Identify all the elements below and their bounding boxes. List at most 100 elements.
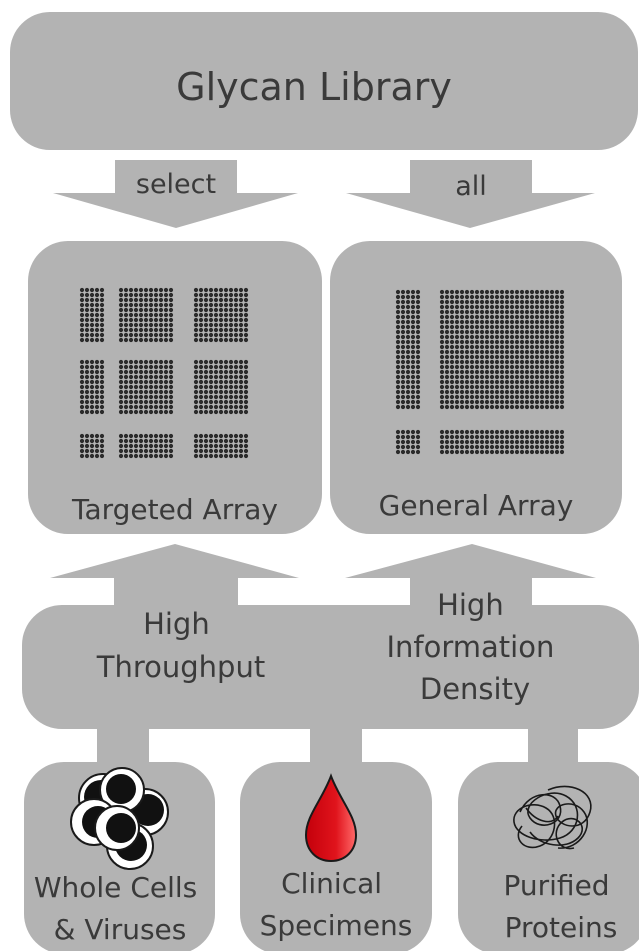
array-spot <box>444 444 450 450</box>
array-spot <box>94 433 100 439</box>
array-spot <box>489 349 495 355</box>
array-spot <box>449 354 455 360</box>
array-spot <box>459 349 465 355</box>
array-spot <box>489 394 495 400</box>
array-spot <box>479 304 485 310</box>
array-spot <box>405 304 411 310</box>
array-spot <box>519 319 525 325</box>
array-spot <box>415 324 421 330</box>
array-spot <box>519 349 525 355</box>
array-spot <box>163 302 169 308</box>
array-spot <box>459 329 465 335</box>
array-spot <box>484 434 490 440</box>
array-spot <box>198 453 204 459</box>
array-spot <box>228 409 234 415</box>
array-spot <box>118 332 124 338</box>
array-spot <box>405 369 411 375</box>
array-spot <box>509 394 515 400</box>
array-spot <box>193 322 199 328</box>
array-spot <box>133 443 139 449</box>
array-spot <box>534 294 540 300</box>
array-spot <box>193 359 199 365</box>
array-spot <box>213 409 219 415</box>
array-spot <box>94 399 100 405</box>
array-spot <box>479 359 485 365</box>
array-spot <box>84 448 90 454</box>
array-spot <box>474 324 480 330</box>
array-spot <box>489 339 495 345</box>
array-spot <box>499 314 505 320</box>
array-spot <box>479 354 485 360</box>
array-spot <box>213 307 219 313</box>
array-spot <box>94 379 100 385</box>
array-spot <box>415 399 421 405</box>
array-spot <box>519 399 525 405</box>
array-spot <box>133 389 139 395</box>
array-spot <box>544 319 550 325</box>
array-spot <box>223 394 229 400</box>
array-spot <box>405 389 411 395</box>
array-spot <box>208 337 214 343</box>
array-spot <box>228 332 234 338</box>
array-spot <box>168 394 174 400</box>
array-spot <box>233 389 239 395</box>
array-spot <box>509 429 515 435</box>
array-spot <box>449 444 455 450</box>
array-spot <box>539 359 545 365</box>
array-spot <box>213 337 219 343</box>
array-spot <box>138 327 144 333</box>
array-spot <box>444 324 450 330</box>
array-spot <box>198 389 204 395</box>
array-spot <box>395 304 401 310</box>
array-spot <box>163 322 169 328</box>
array-spot <box>469 449 475 455</box>
array-spot <box>400 309 406 315</box>
array-spot <box>494 339 500 345</box>
array-spot <box>153 433 159 439</box>
array-spot <box>94 312 100 318</box>
array-spot <box>514 364 520 370</box>
array-spot <box>524 374 530 380</box>
array-spot <box>238 307 244 313</box>
array-spot <box>529 364 535 370</box>
array-spot <box>494 374 500 380</box>
array-spot <box>89 327 95 333</box>
array-spot <box>479 294 485 300</box>
array-spot <box>193 409 199 415</box>
array-spot <box>559 364 565 370</box>
array-spot <box>223 374 229 380</box>
array-spot <box>89 312 95 318</box>
array-spot <box>459 379 465 385</box>
array-spot <box>84 369 90 375</box>
array-spot <box>193 364 199 370</box>
array-spot <box>524 384 530 390</box>
array-spot <box>410 359 416 365</box>
array-spot <box>168 364 174 370</box>
array-spot <box>99 312 105 318</box>
array-spot <box>464 429 470 435</box>
array-spot <box>400 289 406 295</box>
array-spot <box>474 344 480 350</box>
array-spot <box>524 449 530 455</box>
array-spot <box>395 384 401 390</box>
array-spot <box>499 439 505 445</box>
array-spot <box>118 374 124 380</box>
array-spot <box>198 399 204 405</box>
array-spot <box>529 369 535 375</box>
array-spot <box>128 292 134 298</box>
array-spot <box>494 299 500 305</box>
array-spot <box>193 394 199 400</box>
array-spot <box>489 384 495 390</box>
array-spot <box>223 384 229 390</box>
array-spot <box>469 394 475 400</box>
array-spot <box>99 448 105 454</box>
array-spot <box>118 297 124 303</box>
array-spot <box>484 399 490 405</box>
array-spot <box>118 438 124 444</box>
array-spot <box>469 374 475 380</box>
array-spot <box>464 394 470 400</box>
array-spot <box>509 364 515 370</box>
array-spot <box>118 322 124 328</box>
array-spot <box>395 309 401 315</box>
array-spot <box>228 384 234 390</box>
